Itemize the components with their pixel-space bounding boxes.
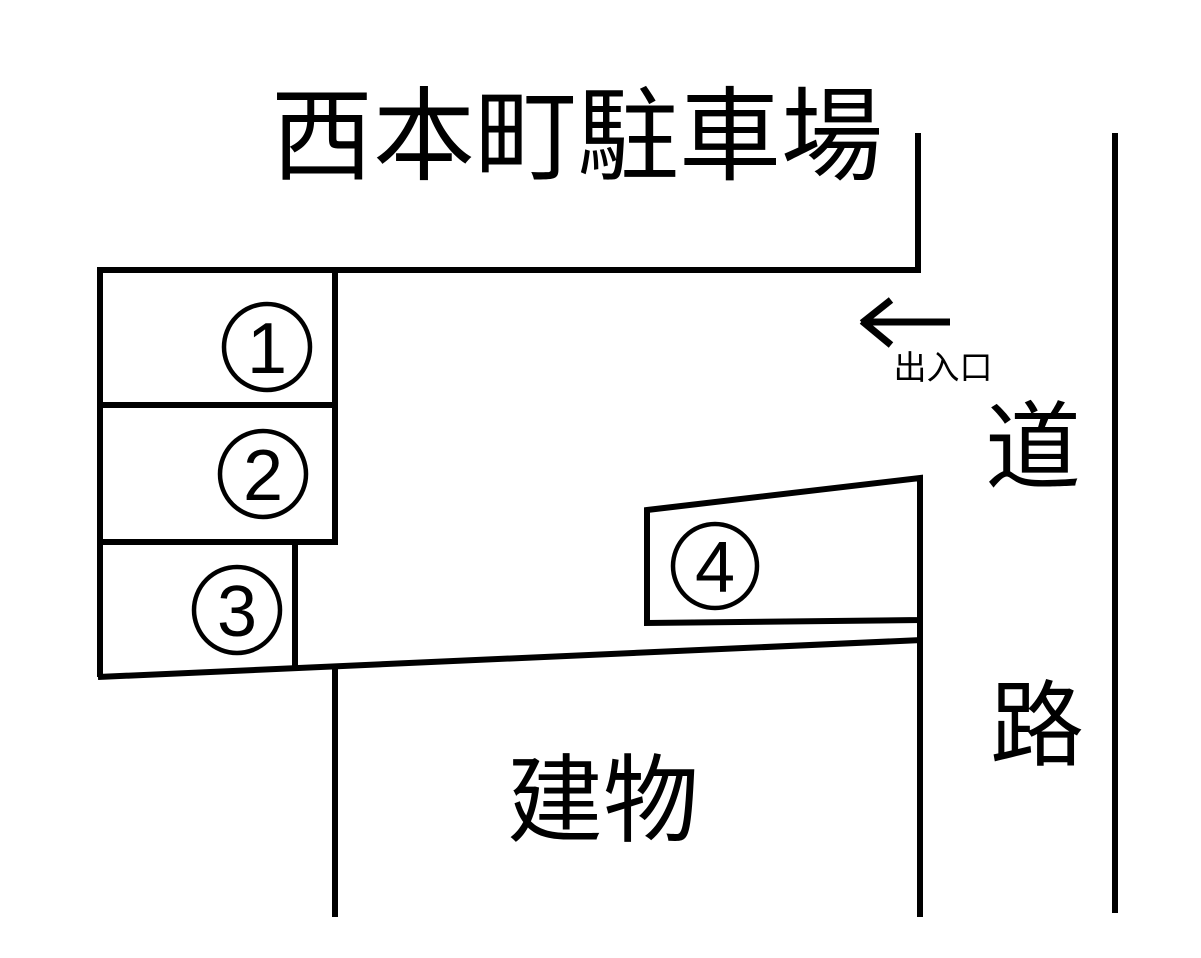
- space-number-1: 1: [221, 301, 313, 393]
- space-1-number: 1: [247, 309, 287, 389]
- left-arrow-icon: [859, 297, 950, 348]
- space-4-number: 4: [695, 528, 735, 608]
- building-top-boundary-line: [97, 637, 923, 680]
- building-label: 建物: [507, 748, 699, 855]
- arrow-head-lower: [859, 318, 894, 348]
- space-number-2: 2: [217, 428, 309, 520]
- space-4-circle: [670, 521, 760, 611]
- space-3-number: 3: [217, 572, 257, 652]
- space-1-circle: [221, 301, 313, 393]
- arrow-head-upper: [859, 297, 894, 326]
- road-label-char-1: 道: [985, 395, 1081, 502]
- space-3-circle: [191, 564, 283, 656]
- entrance-label: 出入口: [894, 349, 993, 386]
- space-2-circle: [217, 428, 309, 520]
- road-label-char-2: 路: [990, 673, 1084, 778]
- space-number-3: 3: [191, 564, 283, 656]
- space-number-4: 4: [670, 521, 760, 611]
- space-4-outline: [644, 474, 923, 627]
- page-title: 西本町駐車場: [271, 80, 883, 194]
- space-2-number: 2: [243, 436, 283, 516]
